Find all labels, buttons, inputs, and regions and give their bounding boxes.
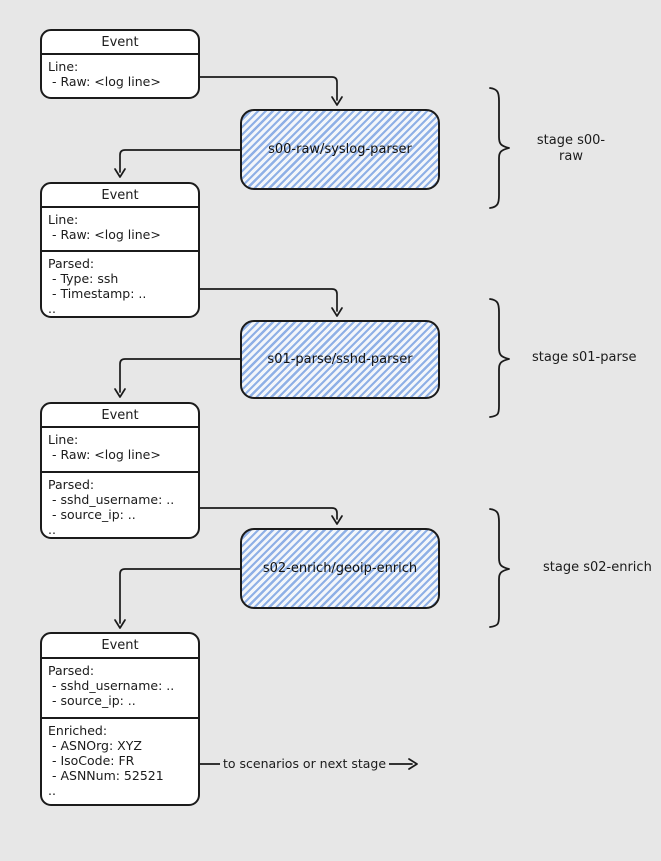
connector-event2-to-s01 xyxy=(199,288,338,312)
connector-s01-to-event3 xyxy=(119,358,241,393)
stage-label-s01-parse: stage s01-parse xyxy=(532,350,637,365)
event-field: - Raw: <log line> xyxy=(48,447,161,462)
event-title: Event xyxy=(42,184,198,208)
parser-label: s01-parse/sshd-parser xyxy=(267,352,413,367)
stage-brace-icon xyxy=(489,508,510,628)
arrowhead-down-icon xyxy=(331,307,343,317)
connector-s00-to-event2 xyxy=(119,149,241,173)
event-field: Parsed: xyxy=(48,663,95,678)
event-section-line: Line: - Raw: <log line> xyxy=(42,55,198,89)
parser-label: s00-raw/syslog-parser xyxy=(268,142,412,157)
event-field: .. xyxy=(48,301,56,316)
event-field: Enriched: xyxy=(48,723,108,738)
event-title: Event xyxy=(42,404,198,428)
event-field: - source_ip: .. xyxy=(48,507,136,522)
stage-label-s02-enrich: stage s02-enrich xyxy=(543,560,652,575)
event-field: Line: xyxy=(48,432,79,447)
event-title: Event xyxy=(42,634,198,659)
stage-brace-icon xyxy=(489,87,510,209)
event-section-parsed: Parsed: - sshd_username: .. - source_ip:… xyxy=(42,659,198,717)
event-box-1: Event Line: - Raw: <log line> xyxy=(40,29,200,99)
event-section-line: Line: - Raw: <log line> xyxy=(42,208,198,250)
arrowhead-down-icon xyxy=(114,168,126,178)
event-field: Parsed: xyxy=(48,477,95,492)
stage-brace-icon xyxy=(489,298,510,418)
connector-event3-to-s02 xyxy=(199,507,338,520)
event-field: .. xyxy=(48,522,56,537)
event-field: - IsoCode: FR xyxy=(48,753,135,768)
parser-node-s00-raw: s00-raw/syslog-parser xyxy=(240,109,440,190)
event-field: Line: xyxy=(48,59,79,74)
event-field: - Raw: <log line> xyxy=(48,74,161,89)
event-section-parsed: Parsed: - Type: ssh - Timestamp: .. .. xyxy=(42,250,198,316)
event-section-line: Line: - Raw: <log line> xyxy=(42,428,198,471)
event-field: .. xyxy=(48,783,56,798)
event-field: - sshd_username: .. xyxy=(48,678,175,693)
event-title: Event xyxy=(42,31,198,55)
output-arrow-label: to scenarios or next stage xyxy=(220,756,390,771)
event-field: - Type: ssh xyxy=(48,271,119,286)
event-field: Line: xyxy=(48,212,79,227)
arrowhead-down-icon xyxy=(114,619,126,629)
event-box-4: Event Parsed: - sshd_username: .. - sour… xyxy=(40,632,200,806)
event-box-2: Event Line: - Raw: <log line> Parsed: - … xyxy=(40,182,200,318)
stage-label-s00-raw: stage s00-raw xyxy=(536,133,606,164)
arrowhead-right-icon xyxy=(408,758,418,770)
event-section-enriched: Enriched: - ASNOrg: XYZ - IsoCode: FR - … xyxy=(42,717,198,804)
event-field: - ASNOrg: XYZ xyxy=(48,738,142,753)
parser-node-s01-parse: s01-parse/sshd-parser xyxy=(240,320,440,399)
arrowhead-down-icon xyxy=(331,515,343,525)
connector-event1-to-s00 xyxy=(199,76,338,101)
event-field: - sshd_username: .. xyxy=(48,492,175,507)
event-field: - source_ip: .. xyxy=(48,693,136,708)
event-field: - Raw: <log line> xyxy=(48,227,161,242)
event-field: - Timestamp: .. xyxy=(48,286,147,301)
arrowhead-down-icon xyxy=(114,388,126,398)
connector-s02-to-event4 xyxy=(119,568,241,624)
parser-label: s02-enrich/geoip-enrich xyxy=(262,561,418,576)
arrowhead-down-icon xyxy=(331,96,343,106)
event-field: Parsed: xyxy=(48,256,95,271)
parser-node-s02-enrich: s02-enrich/geoip-enrich xyxy=(240,528,440,609)
event-box-3: Event Line: - Raw: <log line> Parsed: - … xyxy=(40,402,200,539)
event-section-parsed: Parsed: - sshd_username: .. - source_ip:… xyxy=(42,471,198,537)
event-field: - ASNNum: 52521 xyxy=(48,768,164,783)
